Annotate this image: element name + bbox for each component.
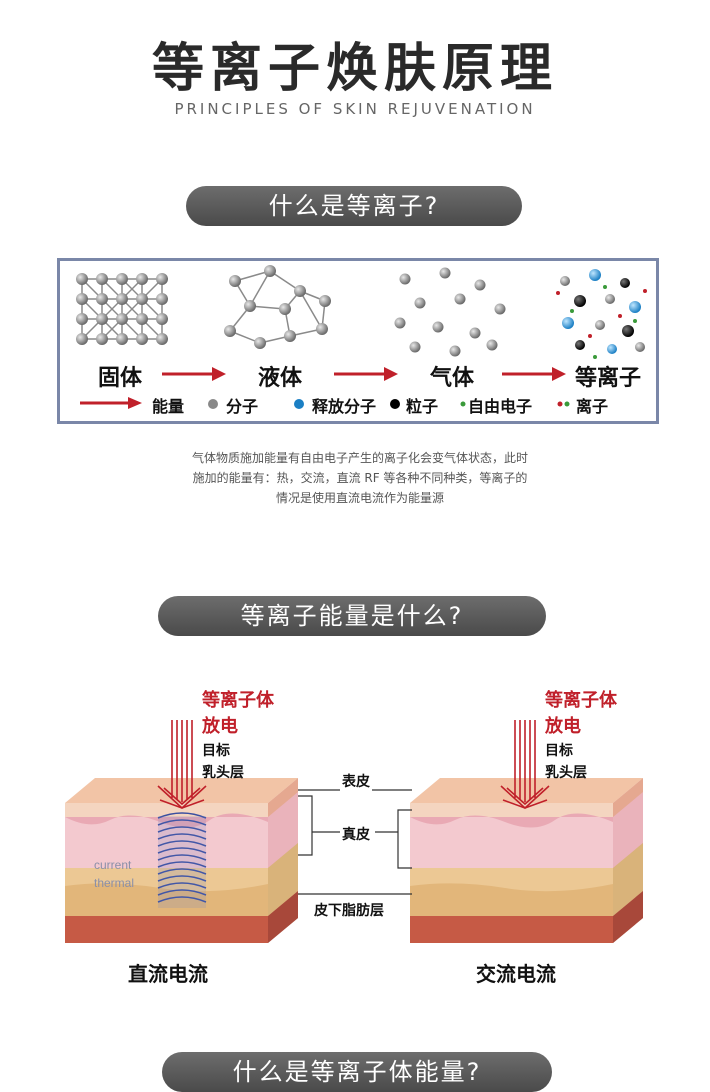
section-heading-what-is-plasma: 什么是等离子?	[186, 186, 522, 226]
discharge-label-left-1: 等离子体	[202, 690, 274, 711]
right-skin-block	[410, 720, 643, 943]
legend-particle: 粒子	[406, 397, 439, 416]
section-heading-plasma-energy: 等离子能量是什么?	[158, 596, 546, 636]
page-subtitle: PRINCIPLES OF SKIN REJUVENATION	[174, 100, 536, 118]
state-label-plasma: 等离子	[575, 366, 642, 391]
ac-caption: 交流电流	[476, 962, 556, 986]
description-line: 情况是使用直流电流作为能量源	[275, 491, 444, 505]
discharge-label-right-1: 等离子体	[545, 690, 617, 711]
black-dot-icon	[390, 399, 400, 409]
skin-layers-diagram	[65, 720, 643, 943]
arrow-right-icon	[502, 367, 566, 381]
legend-energy: 能量	[152, 397, 185, 416]
thermal-label: thermal	[94, 876, 135, 890]
discharge-label-left-2: 放电	[202, 716, 238, 737]
state-label-liquid: 液体	[258, 366, 303, 391]
plasma-description: 气体物质施加能量有自由电子产生的离子化会变气体状态，此时 施加的能量有：热，交流…	[110, 448, 610, 508]
energy-arrow-icon	[80, 397, 142, 409]
description-line: 施加的能量有：热，交流，直流 RF 等各种不同种类，等离子的	[192, 471, 528, 485]
target-label-left-2: 乳头层	[202, 765, 244, 781]
arrow-right-icon	[334, 367, 398, 381]
fat-layer-label: 皮下脂肪层	[312, 900, 386, 920]
target-label-left-1: 目标	[202, 743, 230, 759]
state-label-solid: 固体	[98, 366, 143, 391]
arrow-right-icon	[162, 367, 226, 381]
description-line: 气体物质施加能量有自由电子产生的离子化会变气体状态，此时	[191, 451, 528, 465]
legend-molecule: 分子	[226, 397, 259, 416]
gas-particles-icon	[394, 267, 506, 357]
dc-caption: 直流电流	[128, 962, 208, 986]
target-label-right-2: 乳头层	[545, 765, 587, 781]
gray-dot-icon	[208, 399, 218, 409]
current-label: current	[94, 858, 132, 872]
legend-released-molecule: 释放分子	[312, 397, 377, 416]
liquid-network-icon	[224, 265, 331, 349]
discharge-label-right-2: 放电	[545, 716, 581, 737]
plasma-mix-icon	[556, 269, 647, 359]
epidermis-label: 表皮	[340, 771, 372, 791]
target-label-right-1: 目标	[545, 743, 573, 759]
page-title: 等离子焕肤原理	[151, 39, 558, 99]
left-skin-block	[65, 720, 298, 943]
legend-ion: 离子	[576, 397, 609, 416]
green-dot-icon	[460, 401, 466, 407]
ion-dots-icon	[557, 401, 570, 407]
states-illustrations	[76, 265, 647, 359]
legend-free-electron: 自由电子	[468, 397, 533, 416]
state-label-gas: 气体	[430, 366, 475, 391]
section-heading-plasma-body-energy: 什么是等离子体能量?	[162, 1052, 552, 1092]
dermis-label: 真皮	[340, 824, 372, 844]
solid-lattice-icon	[76, 273, 168, 345]
blue-dot-icon	[294, 399, 304, 409]
